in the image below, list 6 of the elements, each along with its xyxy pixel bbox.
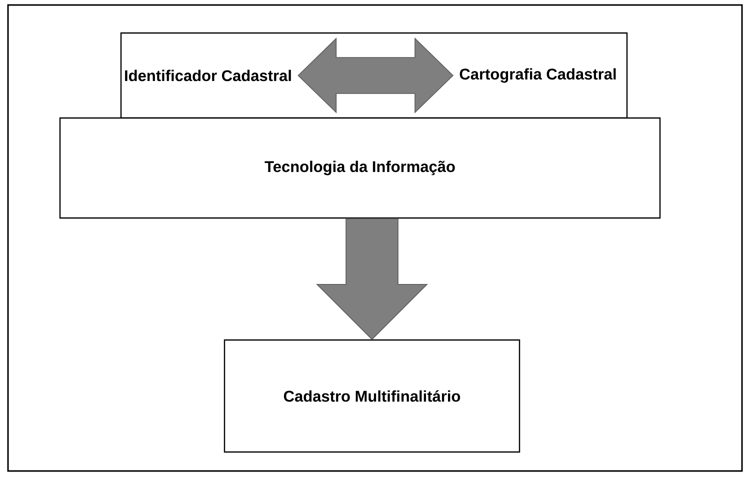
process-box: Cadastro Multifinalitário [224,339,520,453]
process-box: Tecnologia da Informação [59,117,661,219]
label-text: Identificador Cadastral [125,70,291,82]
label-text: Cartografia Cadastral [460,68,616,83]
block-arrow [316,218,428,340]
block-arrow [298,38,454,114]
